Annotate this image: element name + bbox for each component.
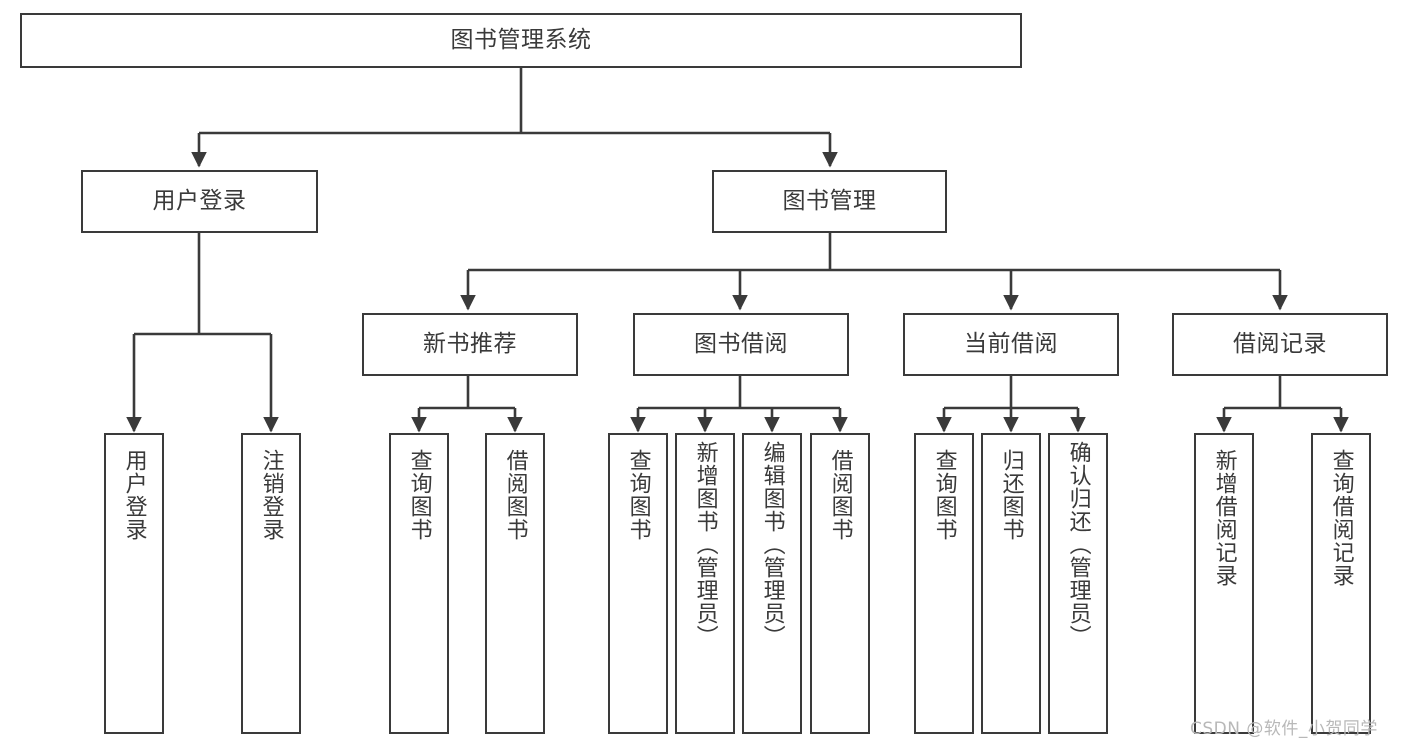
node-label: 借阅记录 bbox=[1233, 331, 1327, 357]
leaf-current-confirm-return[interactable]: 确认归还（管理员） bbox=[1048, 433, 1108, 734]
leaf-user-login-logout[interactable]: 注销登录 bbox=[241, 433, 301, 734]
leaf-user-login-login[interactable]: 用户登录 bbox=[104, 433, 164, 734]
node-label: 注销登录 bbox=[258, 449, 284, 541]
node-current-borrow[interactable]: 当前借阅 bbox=[903, 313, 1119, 376]
node-label: 新书推荐 bbox=[423, 331, 517, 357]
node-book-management[interactable]: 图书管理 bbox=[712, 170, 947, 233]
node-label: 查询图书 bbox=[931, 449, 957, 541]
node-label: 借阅图书 bbox=[502, 449, 528, 541]
node-label: 借阅图书 bbox=[827, 449, 853, 541]
node-label: 用户登录 bbox=[152, 188, 247, 214]
leaf-current-query-book[interactable]: 查询图书 bbox=[914, 433, 974, 734]
leaf-borrow-add-book[interactable]: 新增图书（管理员） bbox=[675, 433, 735, 734]
leaf-borrow-borrow-book[interactable]: 借阅图书 bbox=[810, 433, 870, 734]
node-label: 新增图书（管理员） bbox=[692, 441, 718, 648]
leaf-recommend-borrow-book[interactable]: 借阅图书 bbox=[485, 433, 545, 734]
node-user-login[interactable]: 用户登录 bbox=[81, 170, 318, 233]
node-book-borrow[interactable]: 图书借阅 bbox=[633, 313, 849, 376]
leaf-record-query-record[interactable]: 查询借阅记录 bbox=[1311, 433, 1371, 734]
node-label: 归还图书 bbox=[998, 449, 1024, 541]
node-label: 图书管理 bbox=[782, 188, 877, 214]
node-new-book-recommend[interactable]: 新书推荐 bbox=[362, 313, 578, 376]
leaf-borrow-query-book[interactable]: 查询图书 bbox=[608, 433, 668, 734]
leaf-current-return-book[interactable]: 归还图书 bbox=[981, 433, 1041, 734]
node-label: 查询图书 bbox=[406, 449, 432, 541]
node-label: 当前借阅 bbox=[964, 331, 1058, 357]
leaf-borrow-edit-book[interactable]: 编辑图书（管理员） bbox=[742, 433, 802, 734]
leaf-recommend-query-book[interactable]: 查询图书 bbox=[389, 433, 449, 734]
node-root-system[interactable]: 图书管理系统 bbox=[20, 13, 1022, 68]
node-label: 查询借阅记录 bbox=[1328, 449, 1354, 587]
node-borrow-record[interactable]: 借阅记录 bbox=[1172, 313, 1388, 376]
node-label: 用户登录 bbox=[121, 449, 147, 541]
watermark-text: CSDN @软件_小贺同学 bbox=[1190, 719, 1378, 739]
node-label: 图书借阅 bbox=[694, 331, 788, 357]
node-label: 图书管理系统 bbox=[450, 27, 592, 53]
node-label: 编辑图书（管理员） bbox=[759, 441, 785, 648]
node-label: 确认归还（管理员） bbox=[1065, 441, 1091, 648]
leaf-record-add-record[interactable]: 新增借阅记录 bbox=[1194, 433, 1254, 734]
node-label: 新增借阅记录 bbox=[1211, 449, 1237, 587]
node-label: 查询图书 bbox=[625, 449, 651, 541]
